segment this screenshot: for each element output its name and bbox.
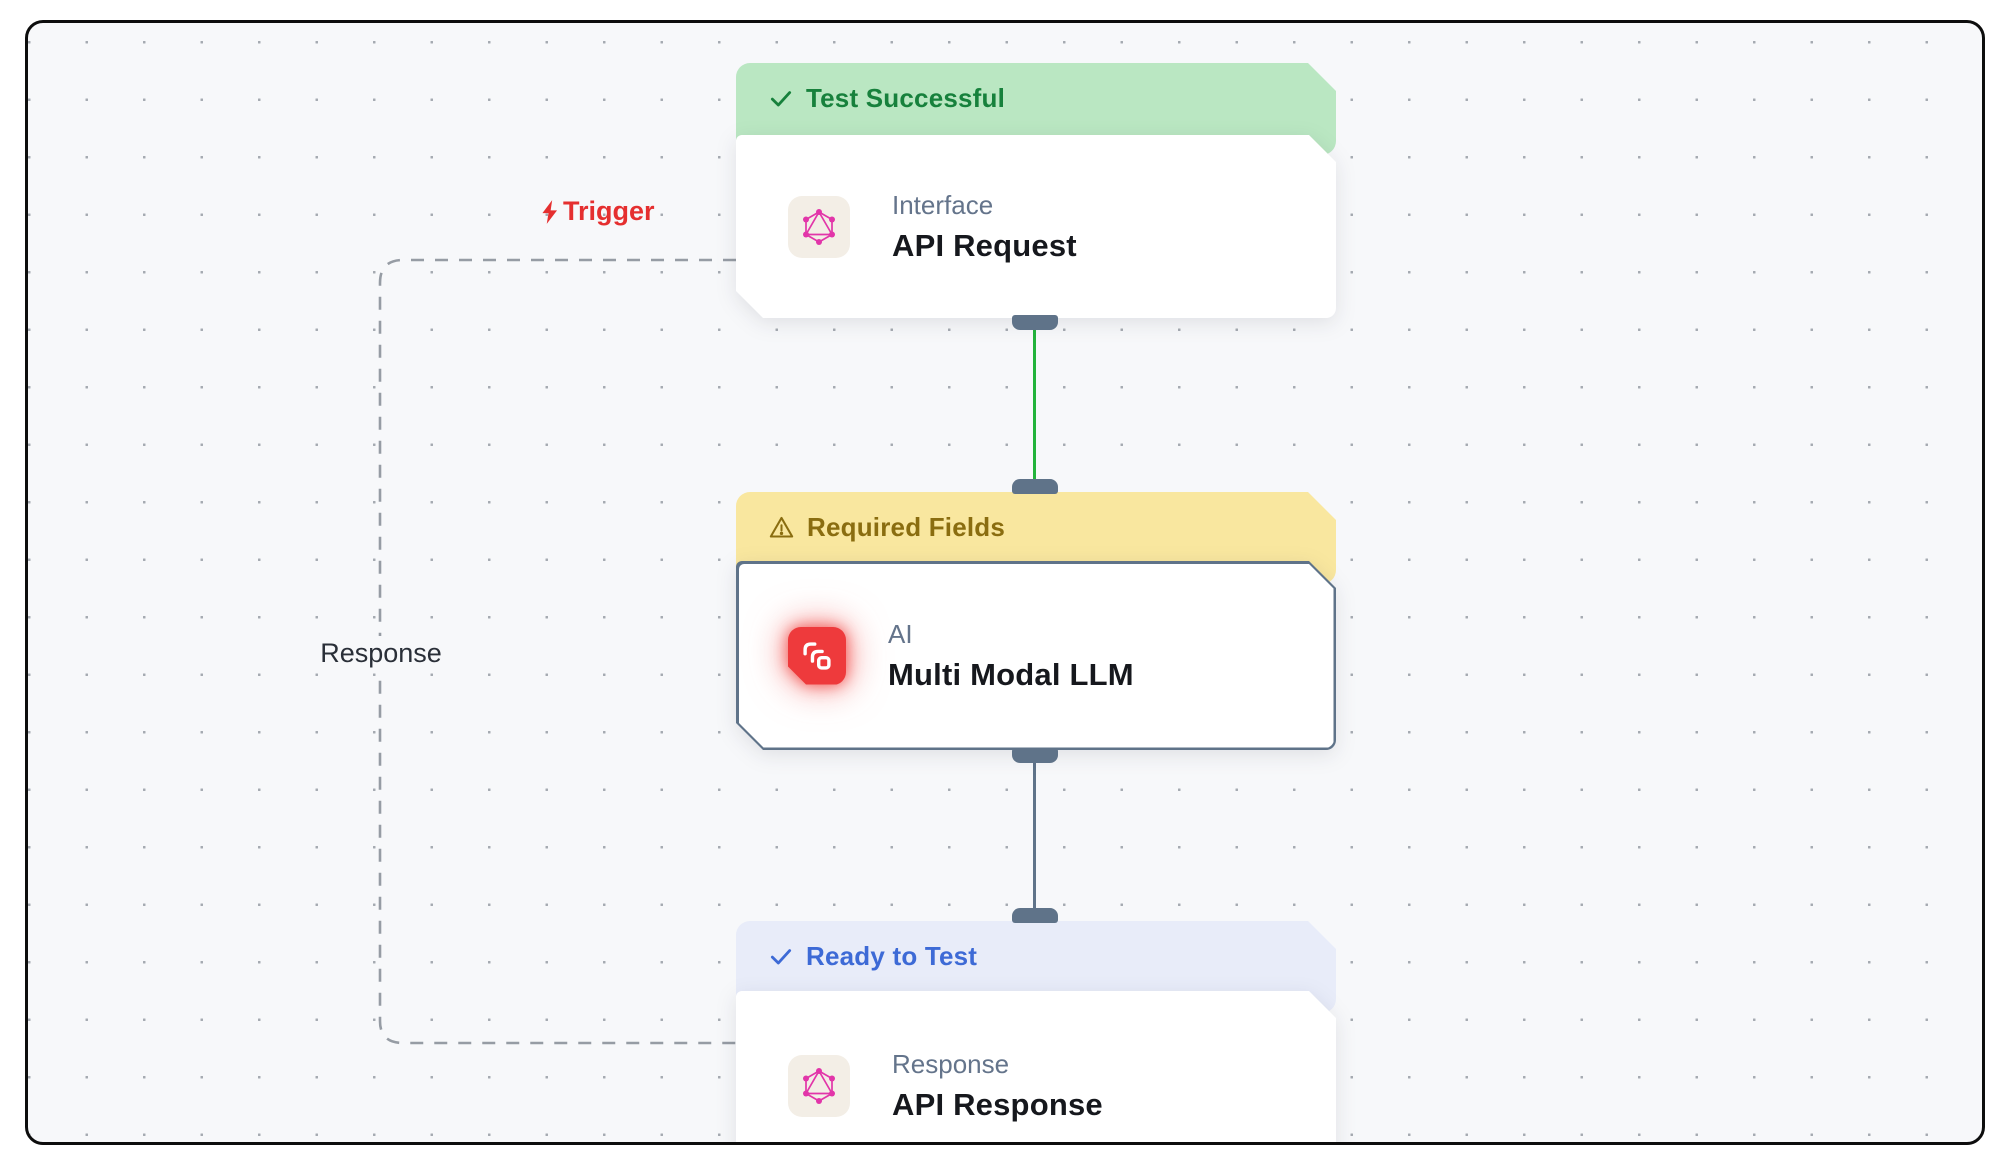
input-port-multi-modal-llm[interactable] xyxy=(1012,479,1058,494)
node-title: Multi Modal LLM xyxy=(888,656,1134,692)
node-category: Response xyxy=(892,1049,1010,1079)
node-category: AI xyxy=(888,618,913,649)
check-icon xyxy=(768,943,794,969)
lightning-bolt-icon xyxy=(538,199,562,225)
response-edge-label: Response xyxy=(311,636,451,670)
trigger-edge-label: Trigger xyxy=(538,196,655,227)
node-card-api-response[interactable]: Response API Response xyxy=(736,991,1336,1145)
node-card-multi-modal-llm[interactable]: AI Multi Modal LLM xyxy=(736,561,1336,750)
node-multi-modal-llm[interactable]: Required Fields AI Multi Moda xyxy=(736,479,1336,763)
trigger-edge-label-text: Trigger xyxy=(563,196,655,226)
node-category: Interface xyxy=(892,189,994,220)
check-icon xyxy=(768,85,794,111)
response-dashed-edge xyxy=(378,258,736,1045)
warning-icon xyxy=(768,514,795,541)
chain-links-icon xyxy=(788,627,846,685)
graphql-icon xyxy=(788,195,850,258)
output-port-multi-modal-llm[interactable] xyxy=(1012,748,1058,763)
node-api-request[interactable]: Test Successful Interface xyxy=(736,63,1336,330)
edge-llm-to-api-response xyxy=(1033,761,1036,910)
node-api-response[interactable]: Ready to Test Response xyxy=(736,908,1336,1145)
node-title: API Request xyxy=(892,227,1077,263)
workflow-canvas[interactable]: Trigger Response Test Successful xyxy=(25,20,1985,1145)
status-label: Test Successful xyxy=(806,82,1006,113)
node-card-api-request[interactable]: Interface API Request xyxy=(736,135,1336,318)
edge-api-request-to-llm xyxy=(1033,328,1036,481)
status-label: Required Fields xyxy=(807,511,1006,542)
graphql-icon xyxy=(788,1055,850,1117)
status-label: Ready to Test xyxy=(806,940,978,971)
input-port-api-response[interactable] xyxy=(1012,908,1058,923)
node-title: API Response xyxy=(892,1087,1103,1122)
output-port-api-request[interactable] xyxy=(1012,315,1058,330)
